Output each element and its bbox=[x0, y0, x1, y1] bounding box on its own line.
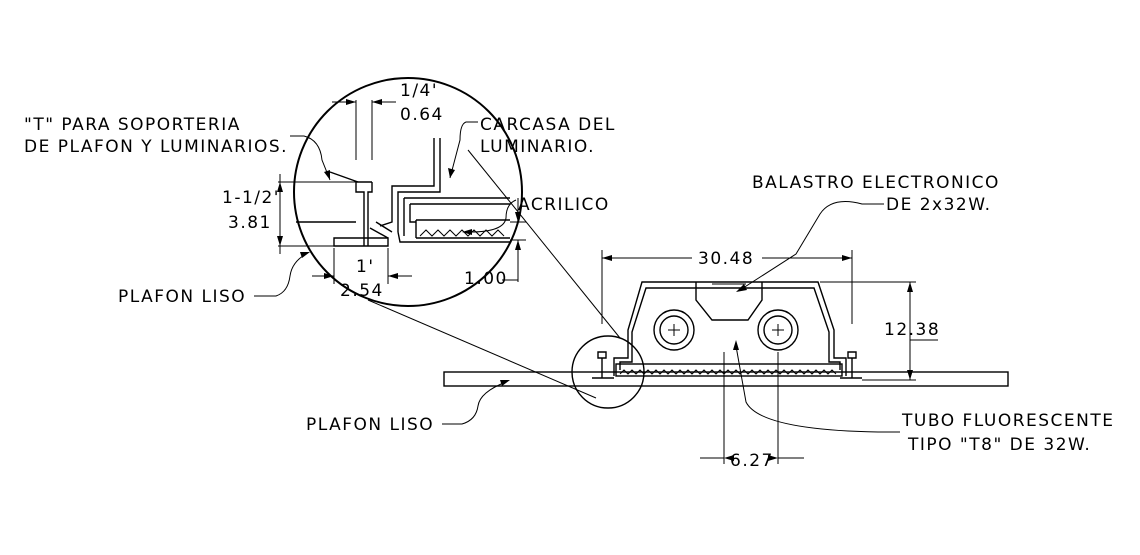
dim-top-in: 1/4' bbox=[400, 81, 438, 101]
ceiling-panel bbox=[443, 371, 1009, 387]
label-plafon-main: PLAFON LISO bbox=[306, 380, 510, 435]
housing-profile bbox=[369, 138, 510, 243]
fluorescent-tube-right bbox=[757, 309, 799, 351]
label-carcasa-line2: LUMINARIO. bbox=[480, 137, 595, 157]
label-balastro-line2: DE 2x32W. bbox=[886, 195, 992, 215]
dim-bottom-in: 1' bbox=[356, 257, 375, 277]
detail-circle bbox=[293, 77, 523, 307]
detail-link-lower bbox=[367, 299, 597, 399]
label-t-support: "T" PARA SOPORTERIA DE PLAFON Y LUMINARI… bbox=[24, 115, 331, 181]
dim-left-in: 1-1/2' bbox=[222, 188, 280, 208]
main-section: 30.48 12.38 6.27 bbox=[443, 249, 1009, 471]
dim-acrylic-gap-value: 1.00 bbox=[464, 269, 508, 289]
dim-left-cm: 3.81 bbox=[228, 213, 272, 233]
t-support-profile bbox=[296, 171, 389, 247]
label-tubo: TUBO FLUORESCENTE TIPO "T8" DE 32W. bbox=[733, 340, 1115, 455]
t-support-left bbox=[592, 351, 614, 379]
label-tubo-line2: TIPO "T8" DE 32W. bbox=[907, 435, 1091, 455]
label-balastro: BALASTRO ELECTRONICO DE 2x32W. bbox=[736, 173, 1000, 292]
acrylic-diffuser bbox=[415, 219, 510, 239]
ballast bbox=[695, 282, 763, 321]
dim-housing-height-value: 12.38 bbox=[884, 320, 940, 340]
dim-bottom: 1' 2.54 bbox=[312, 248, 412, 301]
dim-housing-width: 30.48 bbox=[601, 249, 853, 324]
dim-left: 1-1/2' 3.81 bbox=[222, 174, 356, 254]
label-plafon-main-text: PLAFON LISO bbox=[306, 415, 434, 435]
label-acrilico: ACRILICO bbox=[462, 195, 610, 235]
dim-acrylic-gap: 1.00 bbox=[464, 198, 526, 289]
fluorescent-tube-left bbox=[653, 309, 695, 351]
luminaire-housing bbox=[613, 281, 847, 377]
label-plafon-detail: PLAFON LISO bbox=[118, 252, 310, 307]
label-tubo-line1: TUBO FLUORESCENTE bbox=[901, 411, 1115, 431]
label-carcasa: CARCASA DEL LUMINARIO. bbox=[448, 115, 616, 179]
dim-tube-spacing-value: 6.27 bbox=[730, 451, 774, 471]
t-support-right bbox=[840, 351, 862, 379]
detail-view: 1/4' 0.64 1-1/2' 3.81 1' 2.54 bbox=[222, 77, 526, 307]
label-t-support-line1: "T" PARA SOPORTERIA bbox=[24, 115, 241, 135]
label-acrilico-text: ACRILICO bbox=[518, 195, 610, 215]
detail-link-upper bbox=[467, 149, 621, 339]
label-plafon-detail-text: PLAFON LISO bbox=[118, 287, 246, 307]
dim-bottom-cm: 2.54 bbox=[340, 281, 384, 301]
dim-housing-width-value: 30.48 bbox=[698, 249, 754, 269]
label-carcasa-line1: CARCASA DEL bbox=[480, 115, 616, 135]
label-t-support-line2: DE PLAFON Y LUMINARIOS. bbox=[24, 137, 288, 157]
dim-top: 1/4' 0.64 bbox=[332, 81, 444, 160]
label-balastro-line1: BALASTRO ELECTRONICO bbox=[752, 173, 1000, 193]
dim-housing-height: 12.38 bbox=[820, 281, 940, 381]
dim-tube-spacing: 6.27 bbox=[700, 352, 804, 471]
dim-top-cm: 0.64 bbox=[400, 105, 444, 125]
